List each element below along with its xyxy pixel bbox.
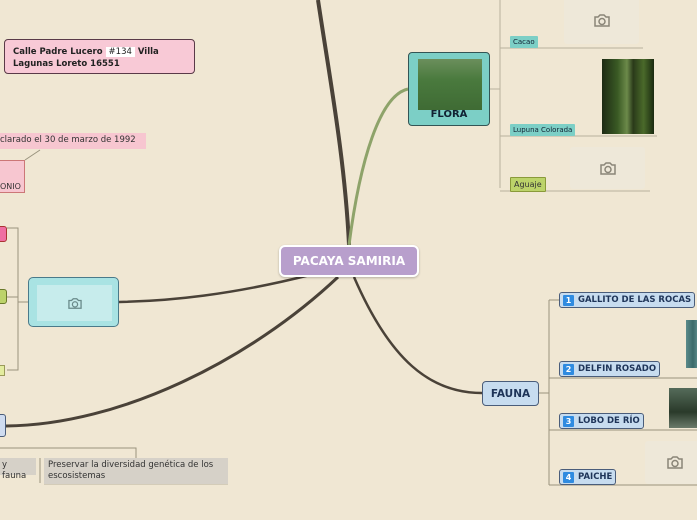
lupuna-photo: [602, 59, 654, 134]
fauna-node[interactable]: FAUNA: [482, 381, 539, 406]
central-topic[interactable]: PACAYA SAMIRIA: [279, 245, 419, 277]
flora-item-cacao[interactable]: Cacao: [510, 36, 538, 48]
number-badge: 1: [563, 295, 574, 306]
image-node[interactable]: [28, 277, 119, 327]
fauna-item-label: GALLITO DE LAS ROCAS: [578, 295, 691, 305]
camera-icon: [67, 297, 83, 310]
otter-photo: [669, 388, 697, 428]
flora-item-lupuna[interactable]: Lupuna Colorada: [510, 124, 575, 136]
address-street: Calle Padre Lucero: [13, 47, 103, 57]
left-node-pink[interactable]: [0, 226, 7, 242]
left-node-light[interactable]: [0, 365, 5, 376]
left-node-blue[interactable]: [0, 414, 6, 437]
fauna-item-label: LOBO DE RÍO: [578, 416, 640, 426]
number-badge: 3: [563, 416, 574, 427]
camera-icon: [666, 455, 684, 470]
address-area: Villa: [138, 47, 159, 57]
fauna-item-gallito[interactable]: 1 GALLITO DE LAS ROCAS: [559, 292, 695, 308]
objective-diversidad[interactable]: Preservar la diversidad genética de los …: [44, 458, 228, 484]
fauna-item-lobo[interactable]: 3 LOBO DE RÍO: [559, 413, 644, 429]
flora-item-aguaje[interactable]: Aguaje: [510, 177, 546, 192]
dolphin-photo: [686, 320, 697, 368]
address-number: #134: [106, 47, 135, 57]
image-placeholder: [37, 285, 112, 321]
number-badge: 4: [563, 472, 574, 483]
left-node-green[interactable]: [0, 289, 7, 304]
fauna-item-label: PAICHE: [578, 472, 612, 482]
declaration-note[interactable]: clarado el 30 de marzo de 1992: [0, 133, 146, 149]
flora-node[interactable]: FLORA: [408, 52, 490, 126]
number-badge: 2: [563, 364, 574, 375]
camera-icon: [593, 13, 611, 28]
image-placeholder-aguaje[interactable]: [570, 147, 645, 189]
fauna-item-delfin[interactable]: 2 DELFIN ROSADO: [559, 361, 660, 377]
flora-photo: [418, 59, 482, 110]
fauna-item-paiche[interactable]: 4 PAICHE: [559, 469, 616, 485]
objective-fauna[interactable]: y fauna: [0, 458, 36, 475]
address-node[interactable]: Calle Padre Lucero #134 Villa Lagunas Lo…: [4, 39, 195, 74]
image-placeholder-cacao[interactable]: [564, 0, 639, 44]
flora-label: FLORA: [409, 109, 489, 120]
patrimonio-node[interactable]: ONIO: [0, 160, 25, 193]
fauna-item-label: DELFIN ROSADO: [578, 364, 656, 374]
address-city: Lagunas Loreto 16551: [13, 59, 120, 69]
camera-icon: [599, 161, 617, 176]
image-placeholder-paiche[interactable]: [645, 441, 697, 484]
